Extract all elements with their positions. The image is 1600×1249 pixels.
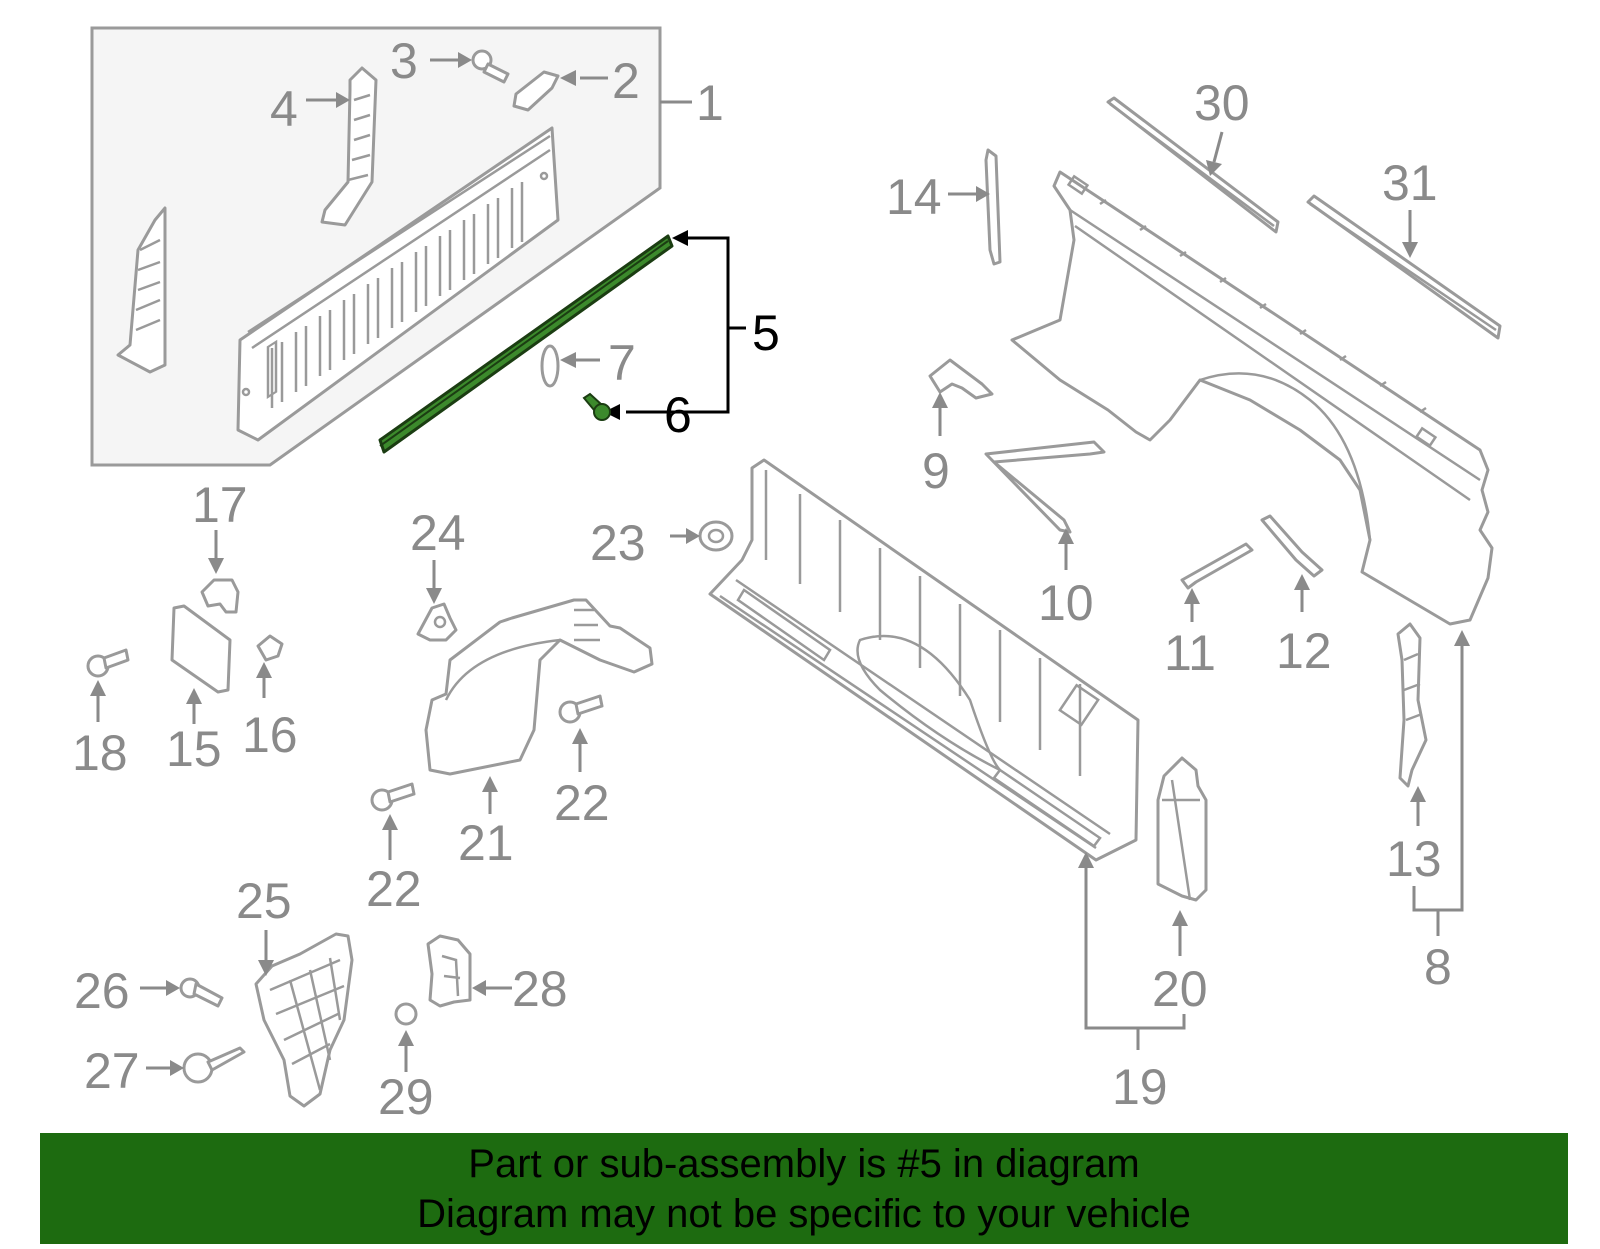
part-left-bracket: [116, 206, 167, 374]
callout-7: 7: [608, 335, 636, 391]
part-2-clip: [512, 70, 560, 112]
part-12-brace: [1260, 514, 1324, 612]
part-11-brace: [1180, 542, 1254, 622]
part-31-rail: [1306, 194, 1502, 340]
callout-20: 20: [1152, 961, 1208, 1017]
part-18-bolt: [86, 648, 130, 722]
part-17-clip: [200, 530, 240, 614]
callout-8: 8: [1424, 939, 1452, 995]
part-20-bracket: [1156, 756, 1208, 956]
part-5-highlighted-strip: [378, 234, 674, 454]
part-7-plug: [540, 344, 600, 388]
part-16-plug: [256, 634, 284, 698]
part-1-front-panel: [236, 126, 560, 442]
part-15-pad: [170, 604, 232, 724]
part-22-bolt-b: [370, 782, 416, 860]
callout-18: 18: [72, 725, 128, 781]
parts-diagram: 1 2 3 4 5 6 7 8 9 10 11 12 13 14 15 16 1…: [72, 26, 1502, 1125]
callout-30: 30: [1194, 75, 1250, 131]
part-25-shield: [254, 930, 354, 1108]
part-4-bracket: [320, 66, 378, 227]
part-22-bolt-a: [558, 694, 604, 772]
part-9-bracket: [928, 358, 994, 436]
part-3-bolt: [471, 49, 510, 84]
part-23-grommet: [670, 520, 734, 552]
part-10-brace: [984, 440, 1106, 570]
callout-25: 25: [236, 873, 292, 929]
callout-26: 26: [74, 963, 130, 1019]
part-6-bolt: [582, 392, 611, 421]
callout-22-right: 22: [554, 775, 610, 831]
callout-3: 3: [390, 33, 418, 89]
part-24-grommet: [416, 560, 458, 642]
part-30-rail: [1106, 96, 1280, 234]
callout-24: 24: [410, 505, 466, 561]
callout-21: 21: [458, 815, 514, 871]
banner-line-2: Diagram may not be specific to your vehi…: [417, 1192, 1191, 1236]
callout-9: 9: [922, 443, 950, 499]
callout-5-bracket: [604, 230, 746, 420]
callout-23: 23: [590, 515, 646, 571]
callout-2: 2: [612, 53, 640, 109]
callout-1: 1: [696, 75, 724, 131]
callout-13: 13: [1386, 831, 1442, 887]
callout-15: 15: [166, 721, 222, 777]
callout-17: 17: [192, 477, 248, 533]
callout-22-left: 22: [366, 861, 422, 917]
callout-10: 10: [1038, 575, 1094, 631]
part-19-floor-panel: [708, 458, 1140, 862]
part-21-liner: [424, 598, 654, 814]
part-13-bracket: [1396, 622, 1428, 826]
callout-29: 29: [378, 1069, 434, 1125]
part-27-rivet: [146, 1046, 246, 1084]
info-banner: Part or sub-assembly is #5 in diagram Di…: [40, 1133, 1568, 1244]
callout-19: 19: [1112, 1059, 1168, 1115]
callout-12: 12: [1276, 623, 1332, 679]
callout-31: 31: [1382, 155, 1438, 211]
part-28-bracket: [426, 934, 512, 1008]
callout-6: 6: [664, 387, 692, 443]
callout-28: 28: [512, 961, 568, 1017]
callout-4: 4: [270, 81, 298, 137]
callout-27: 27: [84, 1043, 140, 1099]
callout-16: 16: [242, 707, 298, 763]
callout-14: 14: [886, 169, 942, 225]
part-8-side-panel: [1010, 170, 1494, 626]
callout-5: 5: [752, 305, 780, 361]
part-26-pin: [140, 977, 224, 1008]
callout-11: 11: [1164, 625, 1216, 681]
part-29-plug: [394, 1002, 418, 1072]
part-14-strip: [948, 148, 1002, 266]
banner-line-1: Part or sub-assembly is #5 in diagram: [468, 1142, 1140, 1186]
